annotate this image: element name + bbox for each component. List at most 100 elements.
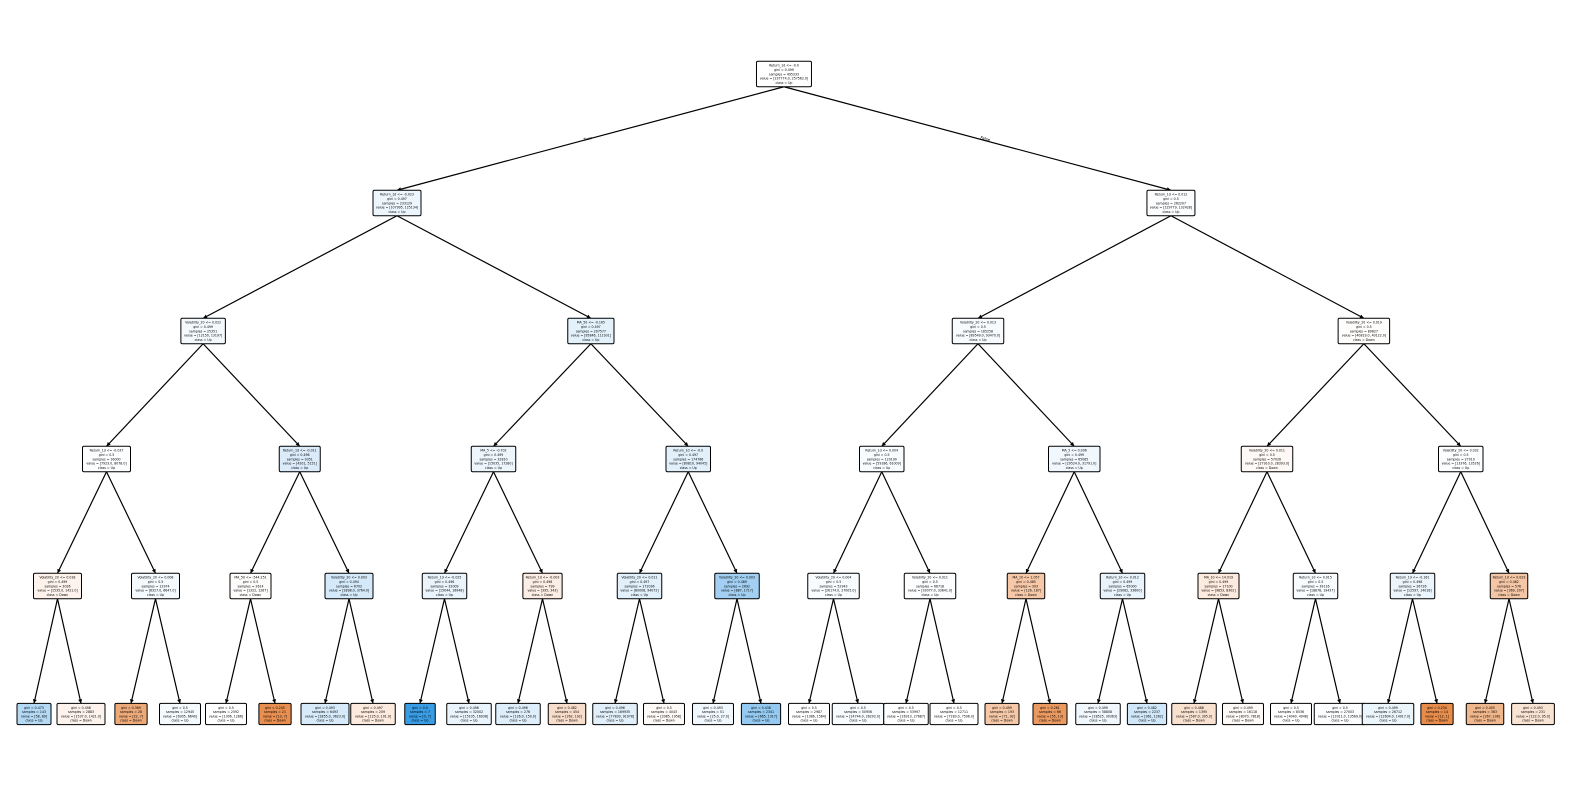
node-box (131, 572, 180, 600)
node-text-line: Volatility_20 <= 0.019 (1346, 321, 1382, 325)
tree-edge (1025, 471, 1075, 574)
node-text-line: gini = 0.5 (243, 580, 259, 584)
node-text-line: samples = 7 (410, 710, 430, 714)
node-box (1048, 445, 1101, 473)
node-text-line: samples = 50956 (844, 710, 872, 714)
node-text-line: samples = 6493 (312, 710, 338, 714)
tree-edge (130, 598, 157, 704)
node-text-line: value = [15035, 17280] (474, 462, 512, 466)
node-text-line: MA_10 <= 1.057 (1012, 576, 1039, 580)
node-box (859, 445, 905, 473)
node-text-line: class = Up (850, 719, 867, 723)
node-text-line: value = [13376, 13526] (1442, 462, 1480, 466)
node-text-line: gini = 0.0 (412, 706, 428, 710)
node-text-line: value = [26174.0, 27005.0] (811, 589, 855, 593)
node-box (33, 572, 82, 600)
node-text-line: class = Up (873, 466, 890, 470)
tree-edge (493, 343, 592, 447)
edge-arrowhead (613, 699, 618, 704)
node-text-line: class = Up (705, 719, 722, 723)
tree-edge (299, 471, 350, 574)
edge-label-false: False (980, 135, 992, 143)
node-text-line: value = [126.0, 150.0] (500, 714, 536, 718)
node-text-line: gini = 0.489 (727, 580, 747, 584)
node-text-line: samples = 1395 (1181, 710, 1207, 714)
edge-arrowhead (1218, 568, 1223, 574)
tree-edge (1411, 598, 1438, 704)
node-box (1438, 445, 1484, 473)
node-text-line: gini = 0.493 (703, 706, 723, 710)
node-box (616, 572, 663, 600)
node-text-line: samples = 65065 (1060, 457, 1088, 461)
node-text-line: value = [1306, 1286] (209, 714, 243, 718)
node-text-line: gini = 0.496 (435, 580, 455, 584)
node-box (692, 702, 734, 726)
tree-edge (712, 598, 738, 704)
node-text-line: value = [267, 106] (1470, 714, 1500, 718)
node-text-line: value = [1535.0, 1421.0] (37, 589, 77, 593)
node-text-line: class = Up (1283, 719, 1300, 723)
node-text-line: samples = 58808 (1084, 710, 1112, 714)
node-box (522, 572, 563, 600)
node-text-line: gini = 0.496 (459, 706, 479, 710)
node-text-line: samples = 207577 (576, 329, 606, 333)
node-text-line: samples = 16118 (1229, 710, 1257, 714)
node-text-line: gini = 0.5 (850, 706, 866, 710)
node-text-line: gini = 0.5 (946, 706, 962, 710)
tree-edge (1073, 471, 1124, 574)
node-text-line: value = [887, 1717] (721, 589, 753, 593)
node-text-line: value = [0, 7] (409, 714, 431, 718)
node-text-line: value = [77830, 91978] (596, 714, 634, 718)
edge-arrowhead (129, 699, 134, 704)
node-box (1337, 317, 1391, 345)
node-text-line: gini = 0.405 (1475, 706, 1495, 710)
node-text-line: Volatility_20 <= 0.011 (622, 576, 658, 580)
node-text-line: gini = 0.499 (48, 580, 68, 584)
tree-edge (56, 471, 108, 574)
tree-edge (443, 471, 495, 574)
node-box (592, 702, 638, 726)
node-text-line: samples = 9351 (287, 457, 313, 461)
tree-edge (1097, 598, 1124, 704)
node-text-line: samples = 12945 (166, 710, 194, 714)
node-text-line: value = [2085, 1958] (647, 714, 681, 718)
node-box (755, 60, 812, 88)
node-text-line: Return_1d <= -0.011 (283, 449, 317, 453)
node-text-line: Volatility_20 <= 0.013 (960, 321, 996, 325)
node-text-line: class = Up (1332, 719, 1349, 723)
node-box (1292, 572, 1339, 600)
node-text-line: samples = 262207 (1156, 201, 1186, 205)
edge-arrowhead (57, 568, 62, 574)
node-box (1489, 572, 1529, 600)
node-text-line: gini = 0.245 (265, 706, 285, 710)
node-box (1075, 702, 1121, 726)
edge-arrowhead (1311, 568, 1316, 574)
node-text-line: value = [27910.0, 28393.0] (1245, 462, 1289, 466)
node-box (1270, 702, 1312, 726)
edge-arrowhead (444, 568, 449, 574)
node-text-line: value = [26313, 27687] (887, 714, 925, 718)
node-text-line: gini = 0.5 (922, 580, 938, 584)
tree-edge (832, 598, 859, 704)
tree-edge (1001, 598, 1027, 704)
node-box (1171, 702, 1217, 726)
node-box (929, 702, 979, 726)
node-box (1465, 702, 1505, 726)
tree-edge (396, 215, 592, 319)
tree-edge (1387, 598, 1414, 704)
node-text-line: class = Up (970, 338, 987, 342)
edge-arrowhead (418, 699, 423, 704)
node-text-line: gini = 0.234 (1427, 706, 1447, 710)
